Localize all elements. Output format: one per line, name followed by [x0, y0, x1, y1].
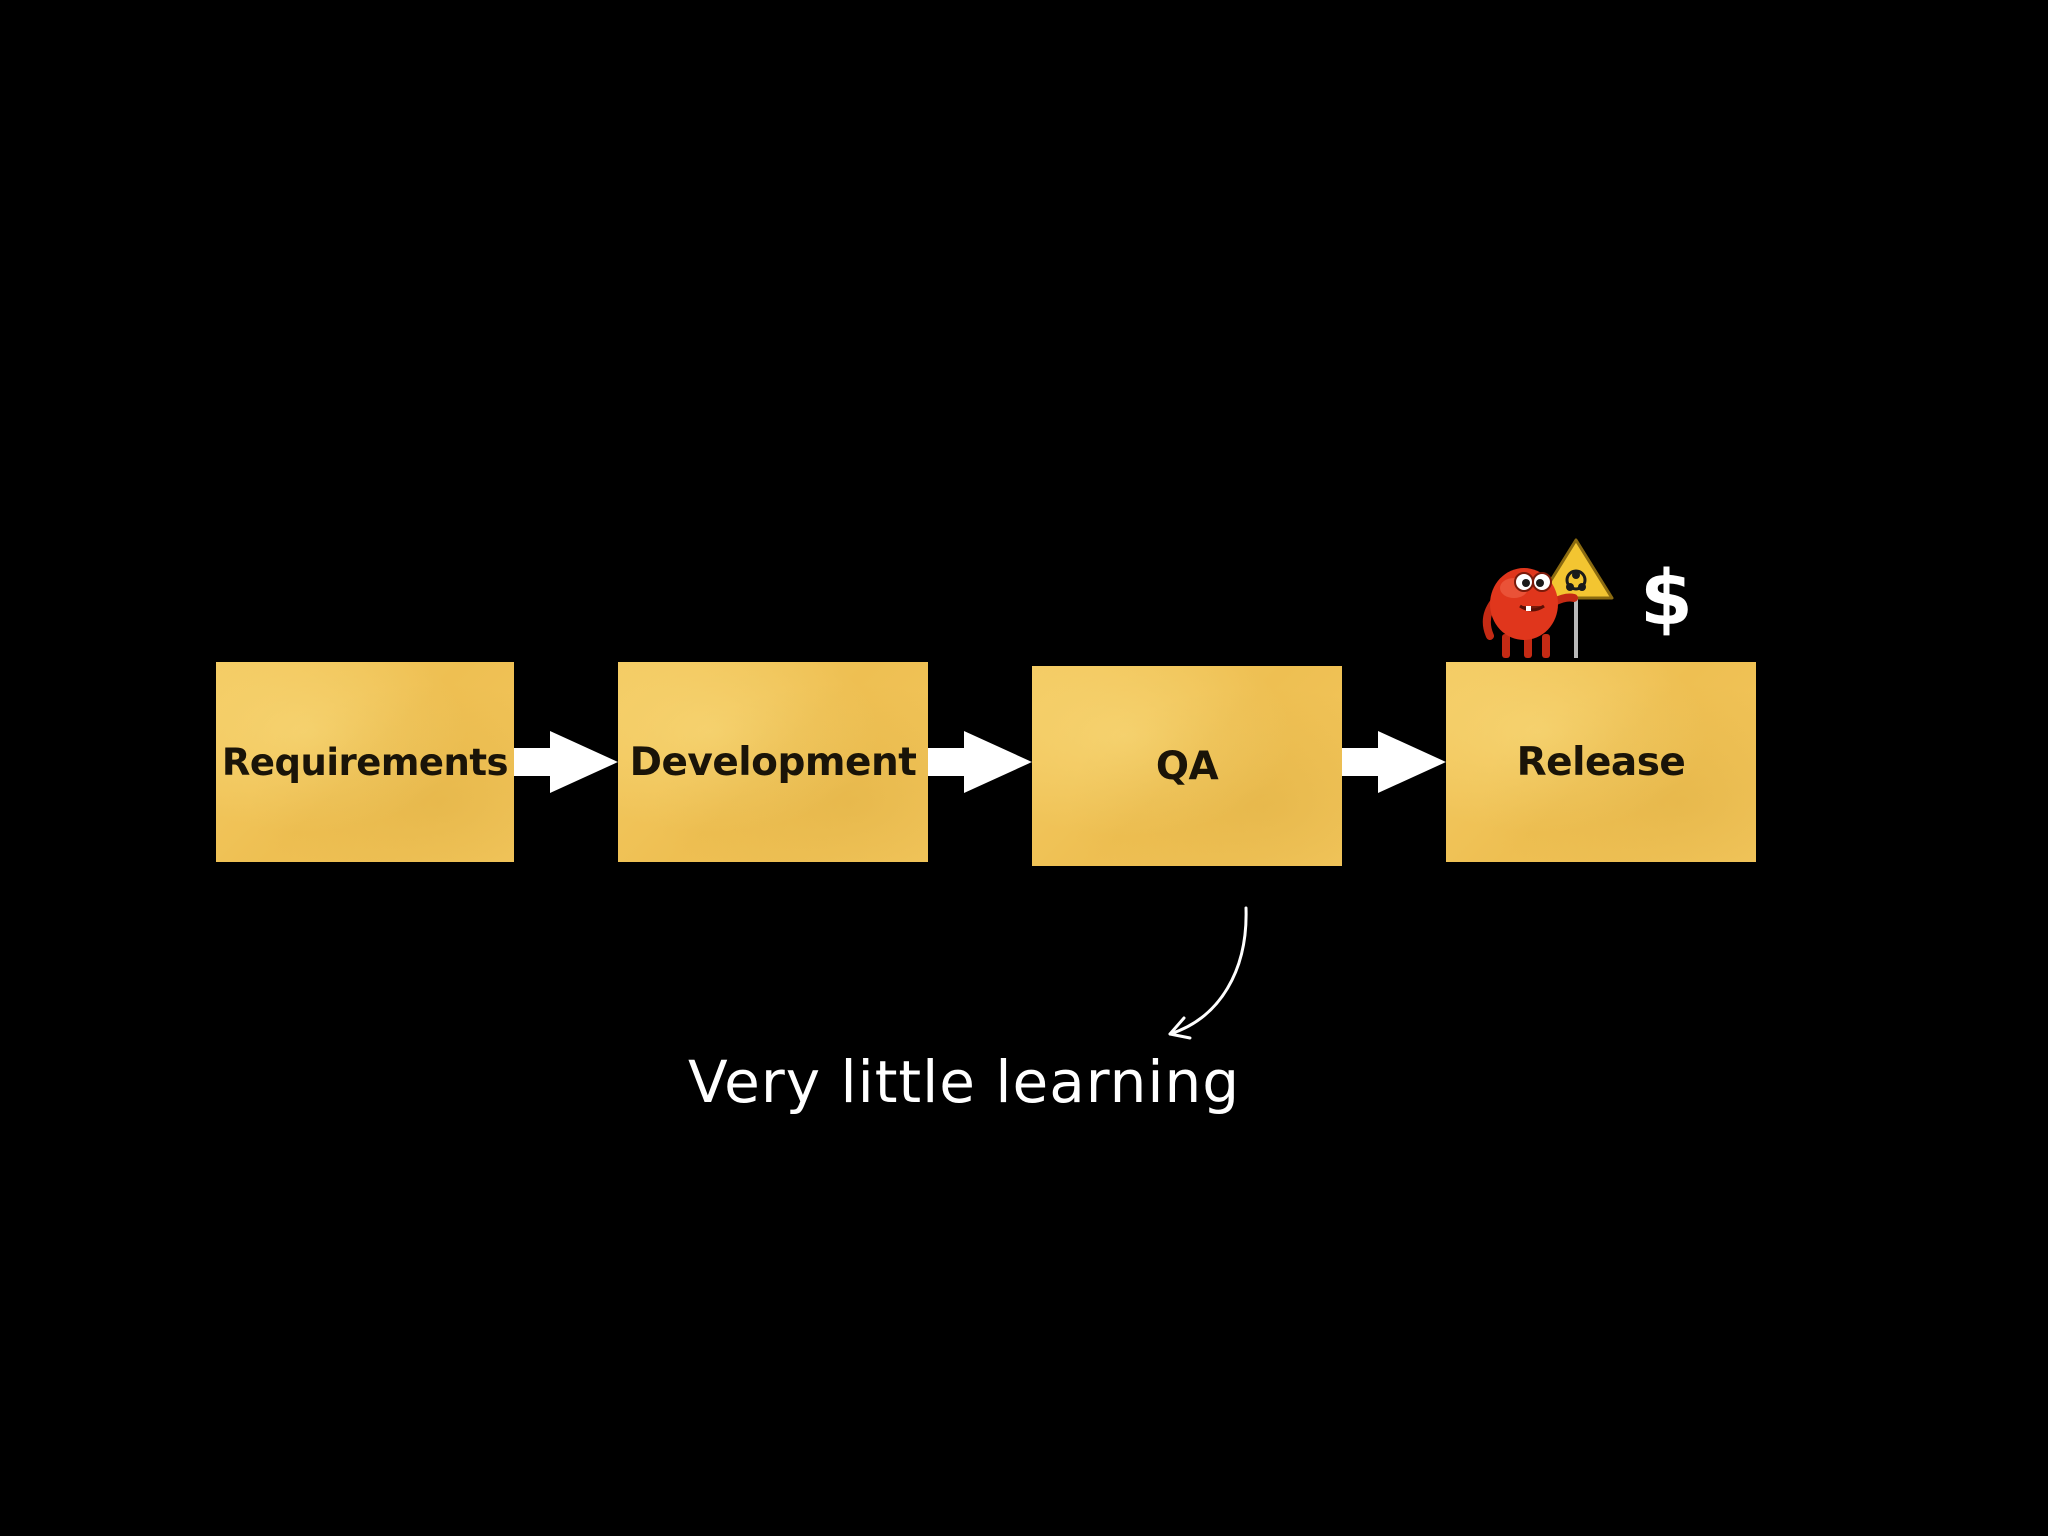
step-requirements: Requirements: [216, 662, 514, 862]
flow-arrow-icon: [514, 731, 618, 793]
step-label: Release: [1516, 739, 1686, 785]
bug-monster-icon: [1482, 538, 1614, 658]
step-label: Development: [629, 739, 917, 785]
step-label: Requirements: [221, 740, 509, 784]
step-release: Release: [1446, 662, 1756, 862]
flow-arrow-icon: [928, 731, 1032, 793]
step-label: QA: [1155, 743, 1219, 789]
dollar-icon: $: [1640, 553, 1693, 642]
annotation-caption: Very little learning: [688, 1048, 1241, 1116]
curved-arrow-icon: [1168, 906, 1248, 1040]
flow-arrow-icon: [1342, 731, 1446, 793]
step-qa: QA: [1032, 666, 1342, 866]
step-development: Development: [618, 662, 928, 862]
